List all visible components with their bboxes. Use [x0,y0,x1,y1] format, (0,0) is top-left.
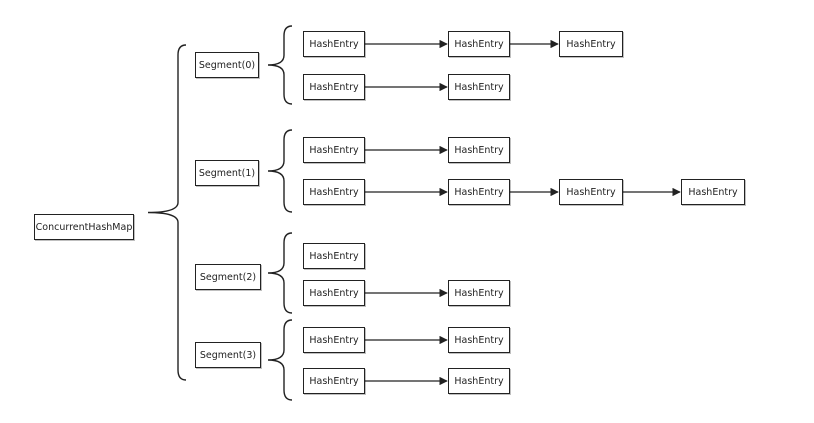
hash-entry-node: HashEntry [448,74,510,100]
hash-entry-node: HashEntry [448,137,510,163]
segment-node-2: Segment(2) [195,264,261,290]
segment-brace-1 [267,129,293,213]
hash-entry-node: HashEntry [681,179,745,205]
root-node-concurrenthashmap: ConcurrentHashMap [34,214,134,240]
segment-node-3: Segment(3) [195,342,261,368]
hash-entry-node: HashEntry [448,31,510,57]
segment-brace-2 [267,232,293,314]
segment-node-0: Segment(0) [195,52,259,78]
hash-entry-node: HashEntry [303,31,365,57]
hash-entry-node: HashEntry [448,368,510,394]
hash-entry-node: HashEntry [448,280,510,306]
segment-brace-3 [267,319,293,401]
hash-entry-node: HashEntry [303,327,365,353]
segment-brace-0 [267,25,293,105]
segment-node-1: Segment(1) [195,160,259,186]
hash-entry-node: HashEntry [448,179,510,205]
hash-entry-node: HashEntry [303,280,365,306]
hash-entry-node: HashEntry [559,31,623,57]
hash-entry-node: HashEntry [559,179,623,205]
root-brace [147,44,187,381]
hash-entry-node: HashEntry [303,74,365,100]
hash-entry-node: HashEntry [303,243,365,269]
hash-entry-node: HashEntry [303,179,365,205]
hash-entry-node: HashEntry [303,137,365,163]
hash-entry-node: HashEntry [448,327,510,353]
hash-entry-node: HashEntry [303,368,365,394]
